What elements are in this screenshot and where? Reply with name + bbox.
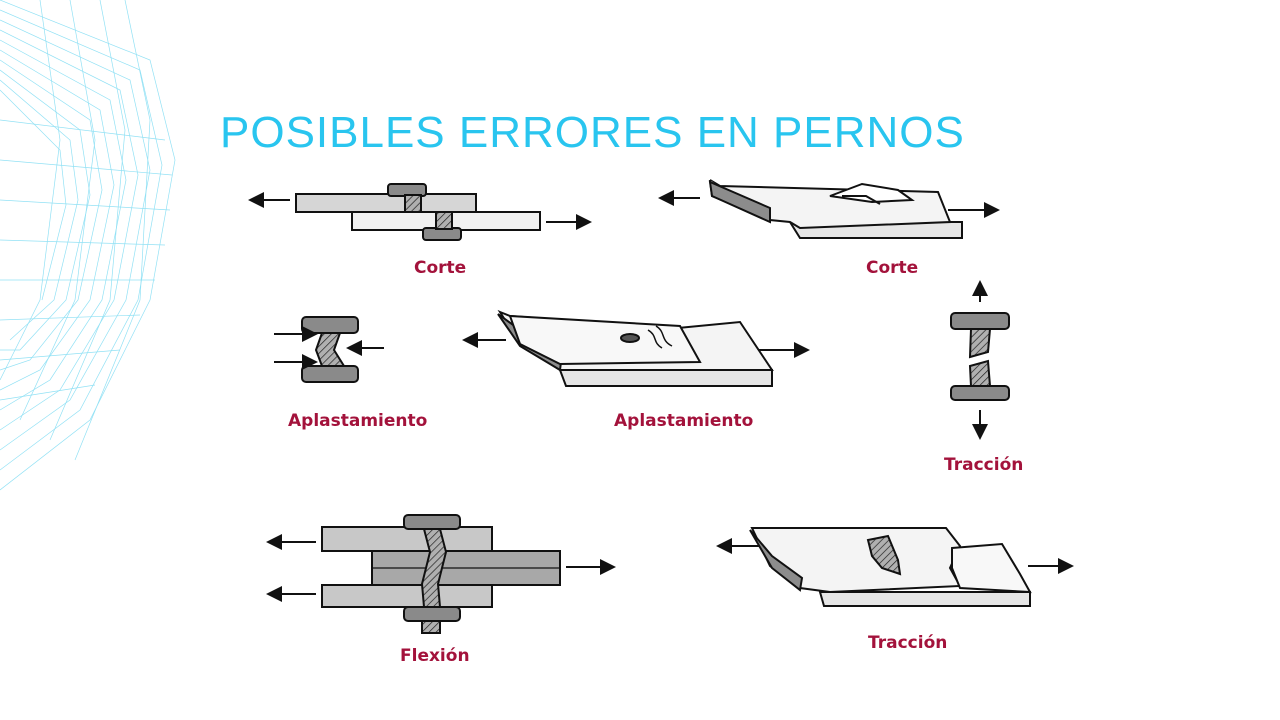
diagram-label-aplastamiento-2: Aplastamiento [614, 411, 754, 431]
plate-shear-tearout-icon [658, 179, 1000, 239]
slide-title: POSIBLES ERRORES EN PERNOS [220, 108, 965, 157]
diagram-label-traccion-2: Tracción [868, 633, 948, 653]
diagram-label-flexion: Flexión [400, 646, 470, 666]
bolt-shear-section-icon [248, 183, 592, 241]
diagram-label-corte-2: Corte [866, 258, 919, 278]
diagram-label-aplastamiento-1: Aplastamiento [288, 411, 428, 431]
diagram-label-traccion-1: Tracción [944, 455, 1024, 475]
plate-tension-tear-icon [716, 527, 1074, 607]
bolt-bending-icon [266, 514, 616, 634]
plate-bearing-icon [462, 309, 810, 387]
bolt-bearing-section-icon [274, 316, 384, 383]
bolt-tension-icon [950, 280, 1010, 440]
diagram-label-corte-1: Corte [414, 258, 467, 278]
wireframe-decoration [0, 0, 176, 491]
